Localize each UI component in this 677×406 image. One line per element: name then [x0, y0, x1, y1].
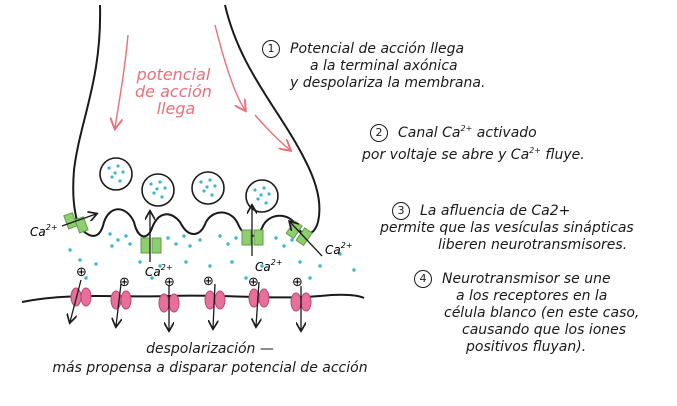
caption-line-1: despolarización —: [146, 341, 274, 357]
action-potential-label: potencial de acción llega: [135, 65, 217, 118]
step-4-text-1: Neurotransmisor se une: [442, 271, 611, 287]
step-2-sup-2: 2+: [529, 146, 541, 155]
action-potential-label-line-2: de acción: [135, 82, 212, 101]
calcium-ion-label-charge: 2+: [271, 258, 283, 267]
receptor: [110, 290, 132, 310]
calcium-influx-arrow: [61, 214, 96, 227]
positive-ion-arrow: [213, 283, 215, 328]
step-2-number: 2: [370, 124, 388, 142]
axon-terminal-membrane: [72, 4, 321, 238]
depolarization-caption: despolarización — más propensa a dispara…: [30, 340, 390, 378]
synaptic-vesicle: [191, 171, 225, 205]
action-potential-arrow-left: [115, 34, 129, 128]
synaptic-vesicle: [99, 157, 133, 191]
step-2-sup-1: 2+: [460, 124, 473, 133]
step-3-text-1: La afluencia de Ca2+: [420, 203, 571, 219]
step-1-line-1: 1 Potencial de acción llega: [262, 40, 485, 58]
calcium-ion-label: Ca2+: [325, 241, 353, 257]
positive-ion-sign: ⊕: [119, 275, 130, 290]
receptor: [70, 287, 92, 307]
step-1-line-2: a la terminal axónica: [310, 58, 458, 74]
positive-ion-arrow: [70, 279, 82, 322]
step-4-line-2: a los receptores en la: [456, 288, 608, 304]
step-2-text-1a: Canal Ca: [398, 125, 461, 141]
step-4-line-5: positivos fluyan).: [466, 339, 587, 355]
positive-ion-arrow: [116, 283, 121, 326]
positive-ion-sign: ⊕: [164, 275, 175, 290]
step-4-line-4: causando que los iones: [462, 322, 627, 338]
action-potential-label-line-3: llega: [157, 99, 196, 118]
step-1: 1 Potencial de acción llega a la terminal…: [262, 40, 485, 92]
action-potential-arrow-right: [214, 24, 245, 110]
positive-ion-sign: ⊕: [203, 274, 214, 289]
caption-line-2: más propensa a disparar potencial de acc…: [52, 360, 368, 376]
calcium-ion-label-symbol: Ca: [30, 225, 46, 239]
calcium-ion-label-symbol: Ca: [255, 260, 271, 274]
receptor: [248, 288, 270, 308]
step-4-number: 4: [414, 270, 432, 288]
neurotransmitter-dots: [68, 232, 356, 280]
positive-ion-sign: ⊕: [248, 275, 259, 290]
step-3-line-2: permite que las vesículas sinápticas: [380, 220, 634, 236]
step-3-line-3: liberen neurotransmisores.: [438, 237, 628, 253]
calcium-ion-label-symbol: Ca: [145, 265, 161, 279]
calcium-ion-label-charge: 2+: [46, 223, 58, 232]
step-2-text-2a: por voltaje se abre y Ca: [362, 147, 530, 163]
step-3-line-1: 3 La afluencia de Ca2+: [392, 202, 634, 220]
calcium-ion-label: Ca2+: [255, 258, 283, 274]
step-3: 3 La afluencia de Ca2+ permite que las ve…: [380, 202, 634, 254]
synaptic-vesicle: [141, 173, 175, 207]
calcium-influx-arrow: [290, 222, 323, 257]
step-4: 4 Neurotransmisor se une a los receptores…: [414, 270, 639, 356]
step-3-number: 3: [392, 202, 410, 220]
receptor: [290, 292, 312, 312]
step-4-line-1: 4 Neurotransmisor se une: [414, 270, 639, 288]
step-1-text-1: Potencial de acción llega: [290, 41, 465, 57]
calcium-ion-label: Ca2+: [30, 223, 58, 239]
positive-ion-sign: ⊕: [76, 265, 87, 280]
step-2-text-2b: fluye.: [540, 147, 585, 163]
receptor: [204, 290, 226, 310]
positive-ion-arrow: [256, 281, 259, 326]
synaptic-vesicle: [245, 179, 279, 213]
action-potential-label-line-1: potencial: [136, 65, 211, 84]
calcium-ion-label-charge: 2+: [341, 241, 353, 250]
step-2-text-1b: activado: [472, 125, 537, 141]
calcium-ion-label-symbol: Ca: [325, 243, 341, 257]
calcium-channel: [241, 229, 264, 246]
action-potential-arrow-right-2: [254, 114, 290, 150]
calcium-ion-label: Ca2+: [145, 263, 173, 279]
step-2-line-1: 2 Canal Ca2+ activado: [362, 120, 585, 142]
calcium-channel: [140, 237, 162, 254]
step-1-line-3: y despolariza la membrana.: [290, 75, 486, 91]
step-4-line-3: célula blanco (en este caso,: [444, 305, 640, 321]
step-2-line-2: por voltaje se abre y Ca2+ fluye.: [362, 142, 585, 164]
receptor: [158, 293, 180, 313]
step-1-number: 1: [262, 40, 280, 58]
positive-ion-sign: ⊕: [292, 275, 303, 290]
calcium-ion-label-charge: 2+: [161, 263, 173, 272]
